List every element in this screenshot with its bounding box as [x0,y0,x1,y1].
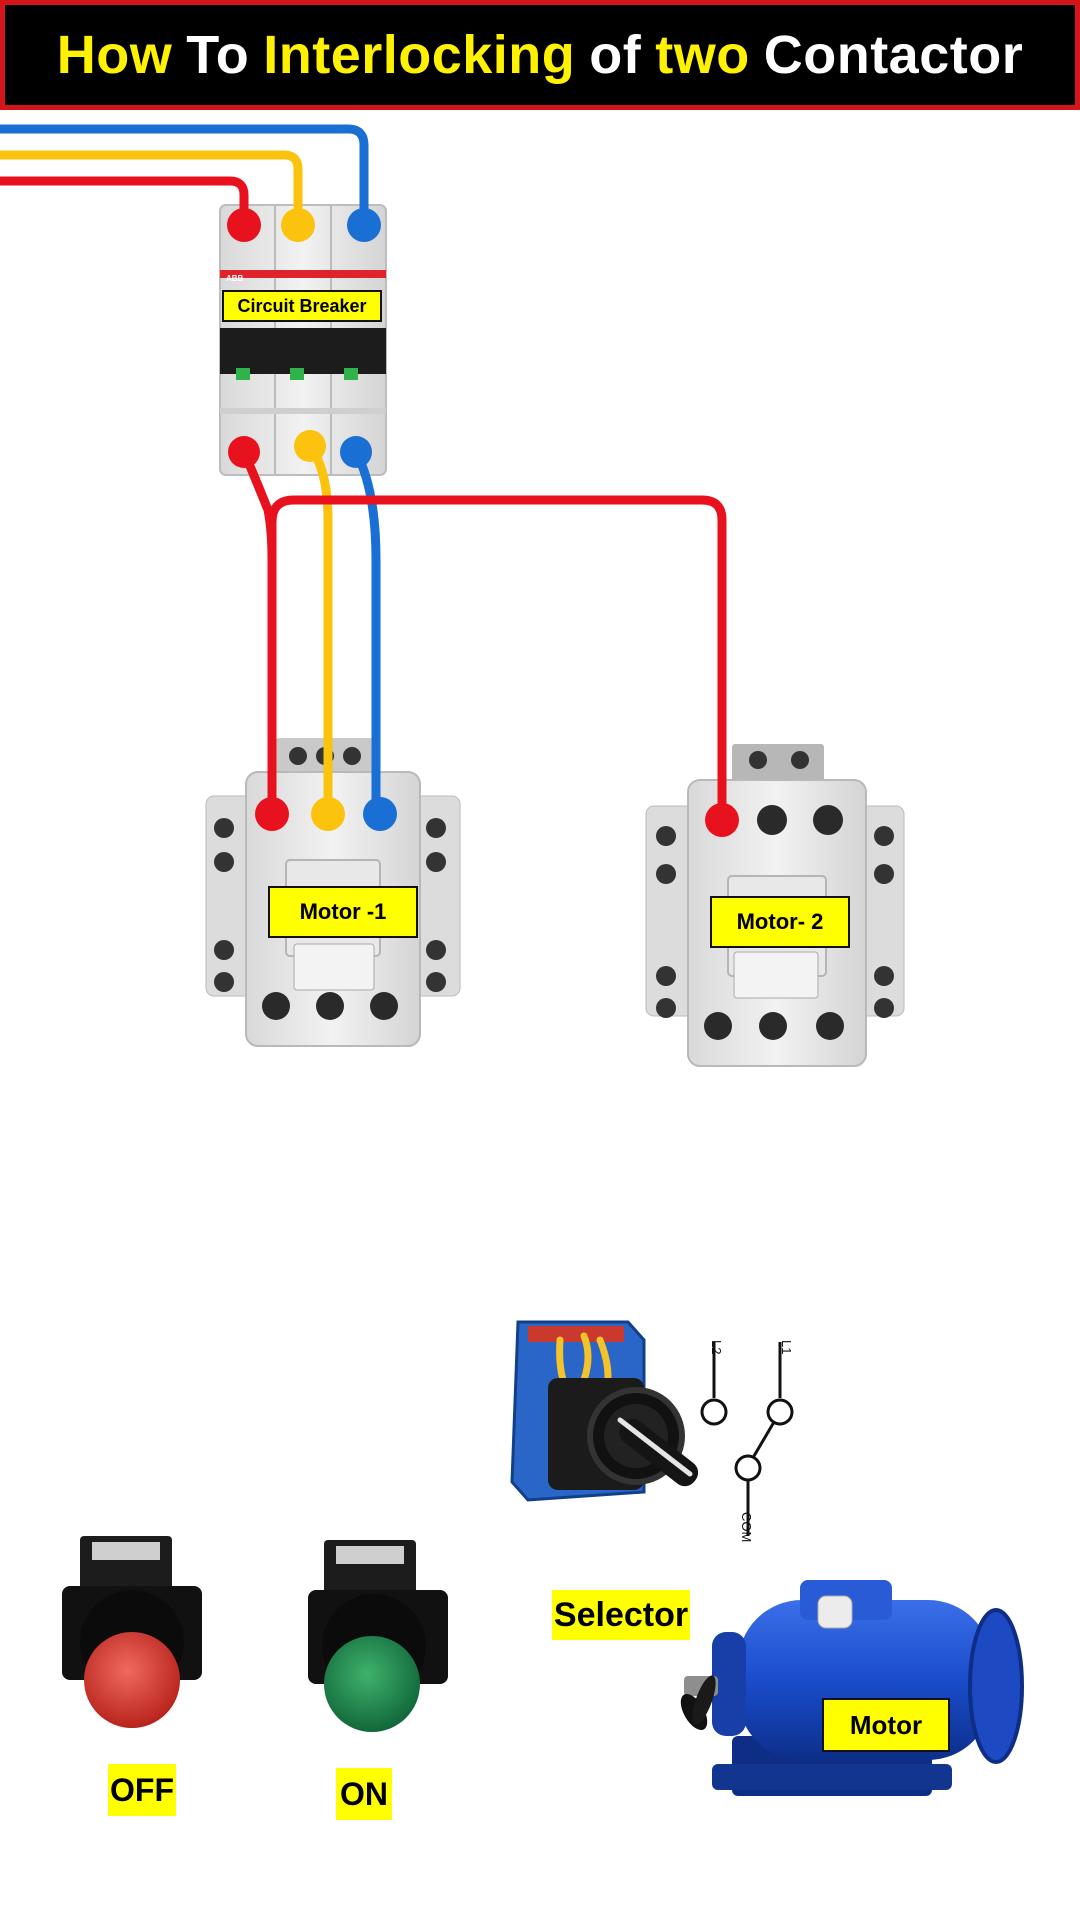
wire-red-to-motor-1 [239,447,277,813]
title-banner: How To Interlocking of two Contactor [0,0,1080,110]
terminal-l2-label: L2 [709,1340,724,1354]
title-word: How [56,25,173,85]
wire-red-incoming [0,176,249,229]
title-word: two [655,25,750,85]
motor-image [680,1580,1024,1796]
title-word: of [589,25,642,85]
circuit-breaker-label: Circuit Breaker [222,290,382,322]
selector-label: Selector [552,1590,690,1640]
terminals [227,208,739,837]
title-word: Interlocking [263,25,576,85]
title-word: To [186,25,250,85]
title-word: Contactor [763,25,1024,85]
terminal-com-label: COM [739,1512,754,1542]
wire-yellow-incoming [0,150,303,229]
wire-red-to-motor-2 [267,495,727,825]
selector-switch[interactable] [510,1320,703,1502]
circuit-breaker: ABB [219,204,387,476]
breaker-brand: ABB [226,274,244,283]
motor-2-label: Motor- 2 [710,896,850,948]
wiring [0,124,727,825]
motor-label: Motor [822,1698,950,1752]
off-button[interactable] [62,1536,202,1728]
on-button[interactable] [308,1540,448,1732]
contactor-1 [205,738,461,1047]
wire-blue-incoming [0,124,369,229]
on-label: ON [336,1768,392,1820]
off-label: OFF [108,1764,176,1816]
selector-schematic: L2 L1 COM [700,1340,794,1542]
terminal-l1-label: L1 [779,1340,794,1354]
motor-1-label: Motor -1 [268,886,418,938]
